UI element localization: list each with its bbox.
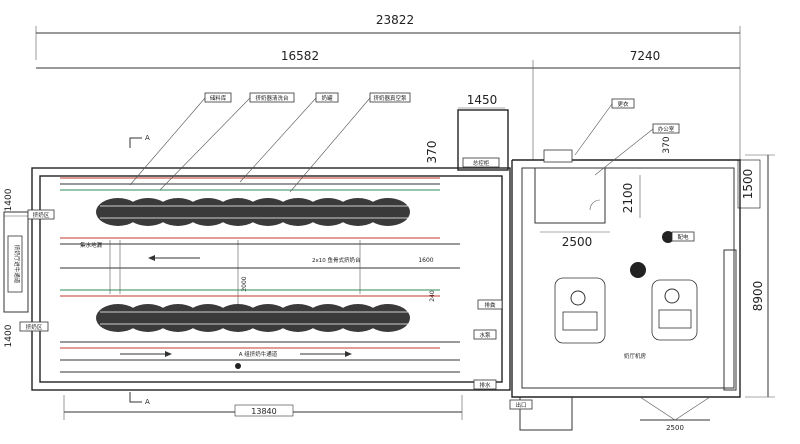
cow-row-lower (96, 304, 420, 332)
label-left-small: 挤奶区 (33, 211, 50, 219)
dim-2000: 2000 (241, 276, 248, 291)
dim-bottom-right: 2500 (666, 424, 684, 432)
label-room-4: 配电 (677, 233, 689, 241)
dim-370-right: 370 (662, 136, 672, 153)
label-exit: 出口 (515, 401, 526, 409)
dim-bottom-width: 13840 (251, 407, 276, 416)
label-b1: 排粪 (484, 301, 496, 309)
dim-total-width: 23822 (376, 13, 414, 27)
dim-left-width: 16582 (281, 49, 319, 63)
dim-370-left: 370 (425, 141, 439, 164)
label-room-3: 奶厅机房 (624, 352, 647, 360)
label-control: 总控柜 (473, 159, 490, 167)
dim-2500-mid: 2500 (562, 235, 593, 249)
label-left-column: 挤奶厅进牛通道 (13, 245, 21, 284)
dim-1400-bottom: 1400 (4, 324, 14, 347)
parlor-rails (60, 177, 460, 373)
label-top-2: 挤奶器清洗台 (255, 94, 289, 102)
label-parlor: 2x10 鱼骨式挤奶台 (312, 256, 361, 264)
tank-icon (662, 231, 674, 243)
label-top-4: 挤奶器真空泵 (373, 94, 407, 102)
label-drain-area: 集水地漏 (80, 241, 103, 249)
section-mark-top: A (145, 134, 150, 142)
pump-icon (630, 262, 646, 278)
dim-height-1500: 1500 (741, 169, 755, 200)
dimension-lines: 23822 16582 7240 13840 2500 8900 1500 14… (4, 13, 775, 432)
label-top-3: 奶罐 (321, 94, 333, 102)
label-room-2: 办公室 (658, 125, 675, 133)
label-top-1: 储料库 (210, 94, 227, 102)
machine-room-equipment (554, 231, 698, 344)
label-drain: 排水 (479, 381, 491, 389)
label-left-small-2: 挤奶区 (26, 323, 43, 331)
dim-1400-top: 1400 (4, 188, 14, 211)
dim-1600: 1600 (418, 257, 433, 264)
section-mark-bottom: A (145, 398, 150, 406)
dim-height-8900: 8900 (751, 281, 765, 312)
label-channel-a: A 组挤奶牛通道 (239, 350, 278, 358)
cow-row-upper (96, 198, 420, 226)
dim-corridor: 1450 (467, 93, 498, 107)
label-water: 水泵 (479, 331, 491, 339)
label-room-1: 更衣 (617, 100, 629, 108)
walls (3, 109, 741, 431)
dim-right-width: 7240 (630, 49, 661, 63)
dim-2100: 2100 (621, 183, 635, 214)
top-labels: 储料库 挤奶器清洗台 奶罐 挤奶器真空泵 更衣 办公室 配电 奶厅机房 总控柜 … (7, 92, 695, 410)
